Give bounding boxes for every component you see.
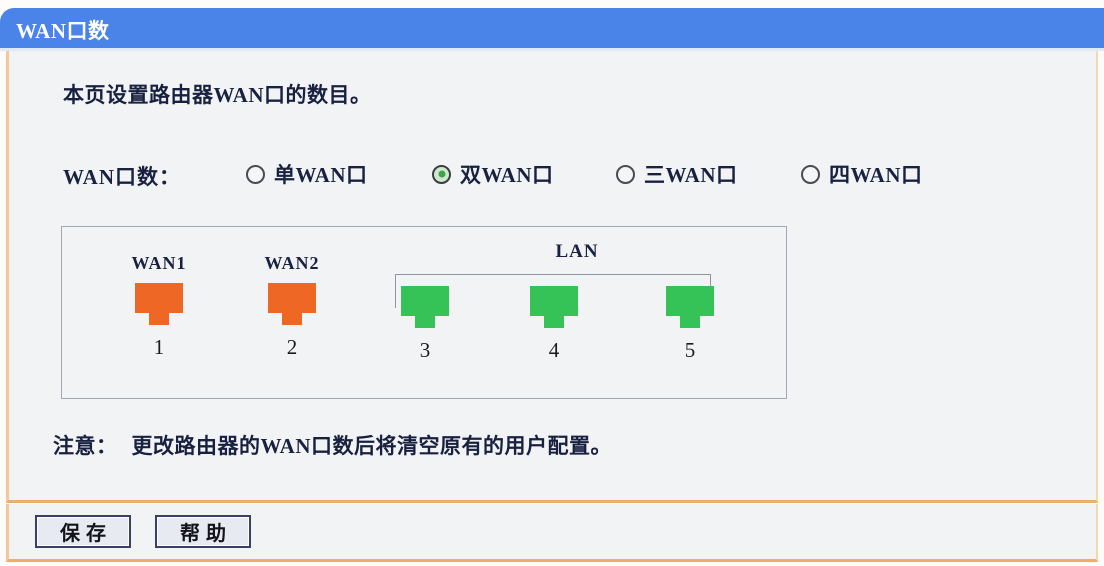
radio-indicator-quad-wan[interactable] xyxy=(801,164,820,184)
page-title: WAN口数 xyxy=(16,19,110,43)
window-titlebar: WAN口数 xyxy=(0,8,1104,51)
note-body: 更改路由器的WAN口数后将清空原有的用户配置。 xyxy=(131,434,613,458)
rj45-jack-icon-lan3 xyxy=(401,286,449,328)
radio-label-quad-wan: 四WAN口 xyxy=(829,163,923,187)
radio-indicator-dual-wan[interactable] xyxy=(432,164,451,184)
radio-indicator-triple-wan[interactable] xyxy=(616,164,635,184)
rj45-jack-icon-wan1 xyxy=(135,283,183,325)
main-panel: 本页设置路由器WAN口的数目。 WAN口数： 单WAN口 双WAN口 三WAN口… xyxy=(6,51,1098,503)
port-wan2: WAN2 2 xyxy=(244,252,340,360)
port-lan5: 5 xyxy=(642,277,738,363)
port-number-4: 4 xyxy=(548,338,560,362)
radio-label-single-wan: 单WAN口 xyxy=(274,163,368,187)
radio-label-triple-wan: 三WAN口 xyxy=(644,163,738,187)
lan-group-label: LAN xyxy=(555,241,599,262)
rj45-jack-icon-wan2 xyxy=(268,283,316,325)
rj45-jack-icon-lan5 xyxy=(666,286,714,328)
radio-label-dual-wan: 双WAN口 xyxy=(460,163,554,187)
note-text: 注意： 更改路由器的WAN口数后将清空原有的用户配置。 xyxy=(53,430,612,460)
rj45-jack-icon-lan4 xyxy=(530,286,578,328)
port-caption-wan1: WAN1 xyxy=(131,253,187,273)
note-prefix: 注意： xyxy=(53,434,118,458)
wan-count-label: WAN口数： xyxy=(63,165,182,189)
port-number-3: 3 xyxy=(419,338,431,362)
radio-indicator-single-wan[interactable] xyxy=(246,164,265,184)
help-button[interactable]: 帮助 xyxy=(155,515,251,548)
radio-option-dual-wan[interactable]: 双WAN口 xyxy=(432,159,554,189)
port-lan3: 3 xyxy=(377,277,473,363)
save-button[interactable]: 保存 xyxy=(35,515,131,548)
port-wan1: WAN1 1 xyxy=(111,252,207,360)
port-lan4: 4 xyxy=(506,277,602,363)
port-number-2: 2 xyxy=(286,335,298,359)
radio-option-single-wan[interactable]: 单WAN口 xyxy=(246,159,368,189)
port-caption-wan2: WAN2 xyxy=(264,253,320,273)
button-bar: 保存 帮助 xyxy=(6,504,1098,562)
port-layout-diagram: LAN WAN1 1 WAN2 2 3 xyxy=(61,226,787,399)
radio-option-triple-wan[interactable]: 三WAN口 xyxy=(616,159,738,189)
page-description: 本页设置路由器WAN口的数目。 xyxy=(63,83,372,107)
port-number-5: 5 xyxy=(684,338,696,362)
radio-option-quad-wan[interactable]: 四WAN口 xyxy=(801,159,923,189)
port-number-1: 1 xyxy=(153,335,165,359)
